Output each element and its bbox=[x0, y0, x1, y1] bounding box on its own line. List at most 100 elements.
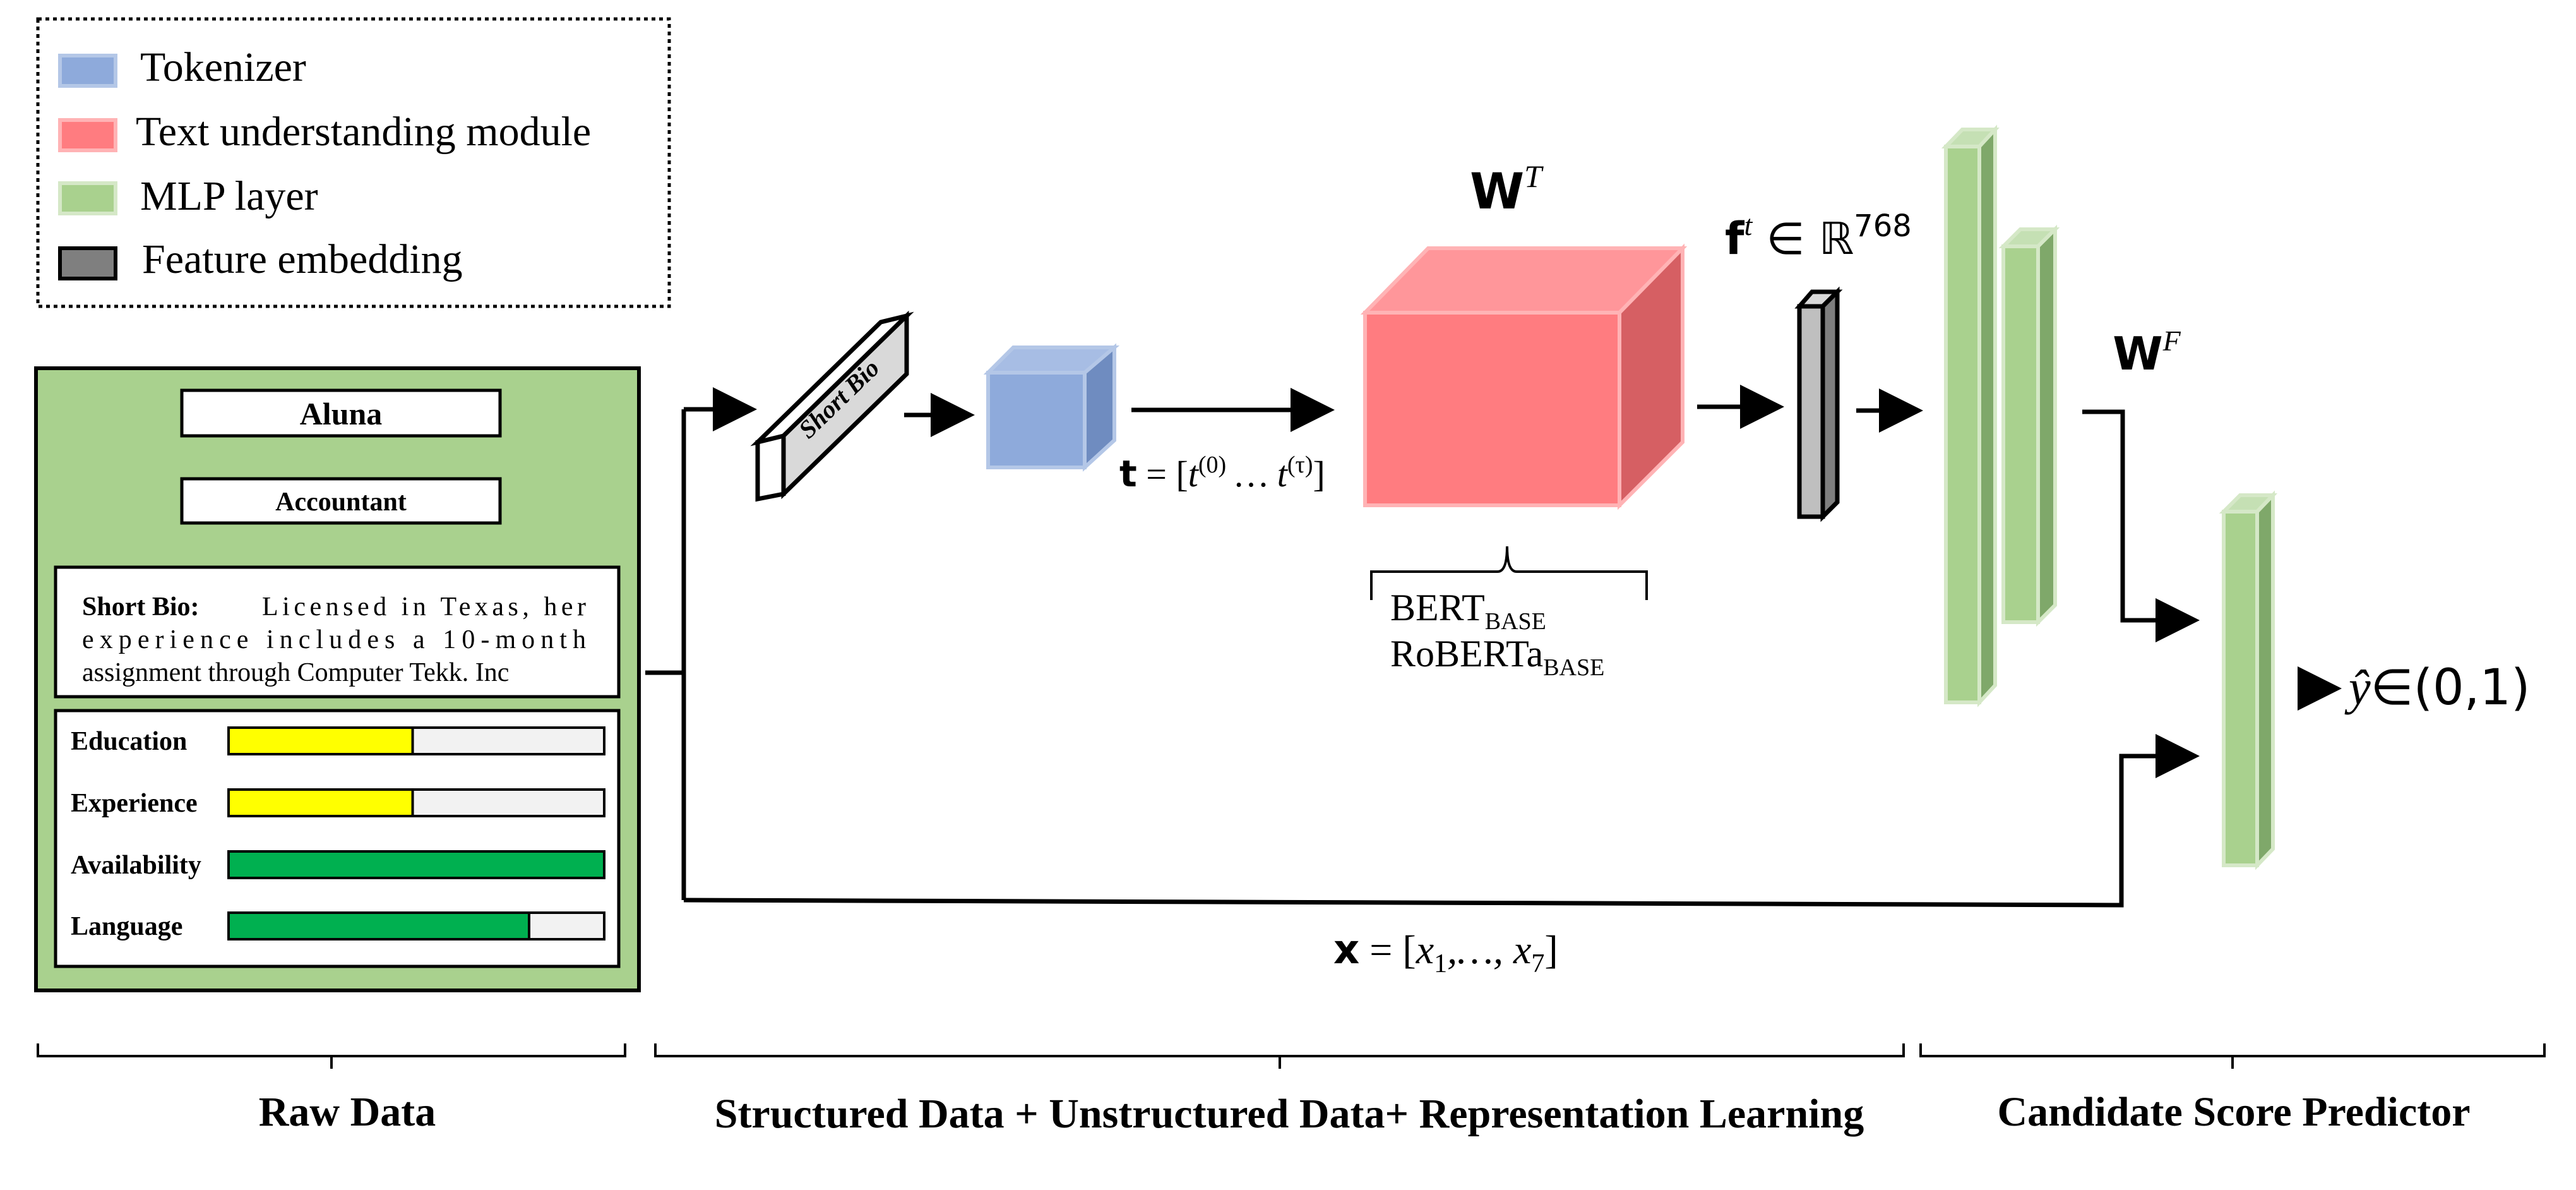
mlp-layer-output-front bbox=[2222, 510, 2259, 867]
mlp-weights-sup: F bbox=[2162, 325, 2181, 357]
mlp-layer-1-side bbox=[1977, 124, 1997, 707]
token-last: t bbox=[1277, 454, 1289, 495]
legend-label-tokenizer: Tokenizer bbox=[140, 44, 306, 90]
structured-mid: ,…, bbox=[1447, 927, 1513, 972]
legend-item-embedding: Feature embedding bbox=[58, 236, 463, 282]
text-weights-label: WT bbox=[1470, 159, 1544, 220]
feature-label-language: Language bbox=[71, 912, 182, 941]
connectors bbox=[645, 385, 2342, 908]
feature-bar-fill-language bbox=[227, 911, 530, 941]
legend-item-tokenizer: Tokenizer bbox=[58, 44, 306, 90]
feature-vector-dim: 768 bbox=[1854, 208, 1912, 244]
legend-label-mlp: MLP layer bbox=[140, 173, 318, 219]
mlp-to-final-line bbox=[2082, 409, 2200, 642]
feature-label-availability: Availability bbox=[71, 851, 201, 880]
output-range: ∈(0,1) bbox=[2371, 659, 2531, 716]
legend-item-text-module: Text understanding module bbox=[58, 109, 591, 155]
text-module-side bbox=[1618, 243, 1685, 510]
structured-vector-label: x = [x1,…, x7] bbox=[1333, 927, 1558, 978]
tokenizer-cube-front bbox=[986, 371, 1087, 469]
structured-vector-symbol: x bbox=[1333, 927, 1359, 973]
short-bio-label: Short Bio: bbox=[82, 592, 200, 622]
mlp-layer-output-side bbox=[2255, 490, 2275, 870]
legend-swatch-tokenizer bbox=[58, 54, 117, 88]
token-close: ] bbox=[1313, 454, 1325, 495]
feature-vector-label: ft ∈ ℝ768 bbox=[1725, 208, 1912, 265]
feature-vector-in: ∈ ℝ bbox=[1752, 213, 1854, 265]
feature-label-education: Education bbox=[71, 727, 187, 756]
predictor-bracket bbox=[1919, 1043, 2546, 1069]
mlp-weights-label: WF bbox=[2113, 325, 2181, 380]
feature-embedding-side bbox=[1820, 286, 1840, 522]
model-roberta-subscript: BASE bbox=[1543, 654, 1604, 681]
model-bert-subscript: BASE bbox=[1485, 608, 1546, 635]
structured-equals: = [ bbox=[1359, 927, 1416, 972]
feature-vector-sup: t bbox=[1744, 209, 1753, 241]
model-brace bbox=[1370, 546, 1648, 600]
feature-bar-fill-experience bbox=[227, 788, 414, 817]
candidate-name: Aluna bbox=[300, 396, 383, 431]
short-bio-box bbox=[54, 565, 621, 699]
structured-sub7: 7 bbox=[1531, 949, 1544, 978]
feature-vector-symbol: f bbox=[1725, 213, 1745, 265]
token-first-sup: (0) bbox=[1198, 452, 1226, 478]
feature-bar-fill-education bbox=[227, 726, 414, 755]
model-bert-name: BERT bbox=[1390, 587, 1485, 628]
mlp-weights-symbol: W bbox=[2113, 327, 2162, 380]
text-weights-symbol: W bbox=[1470, 164, 1524, 220]
legend: Tokenizer Text understanding module MLP … bbox=[36, 17, 671, 308]
raw-data-bracket bbox=[37, 1043, 626, 1069]
legend-swatch-mlp bbox=[58, 181, 117, 215]
structured-x1: x bbox=[1416, 927, 1434, 972]
stage-raw-data: Raw Data bbox=[259, 1089, 436, 1135]
model-roberta-name: RoBERTa bbox=[1390, 633, 1543, 675]
mlp-layer-1 bbox=[1941, 124, 2000, 707]
token-ellipsis: … bbox=[1226, 454, 1277, 495]
text-module-front bbox=[1363, 311, 1621, 507]
legend-swatch-embedding bbox=[58, 246, 117, 280]
feature-bar-fill-availability bbox=[227, 850, 605, 879]
text-weights-sup: T bbox=[1524, 159, 1544, 194]
short-bio-line-2: experience includes a 10-month bbox=[82, 625, 586, 654]
output-y-hat: ŷ bbox=[2344, 660, 2371, 715]
tokenizer-cube-side bbox=[1083, 343, 1116, 472]
candidate-name-box bbox=[180, 388, 502, 438]
token-equals: = [ bbox=[1137, 454, 1188, 495]
short-bio-line-3: assignment through Computer Tekk. Inc bbox=[82, 658, 509, 687]
mlp-layer-1-front bbox=[1944, 145, 1981, 704]
legend-border bbox=[36, 17, 671, 308]
text-understanding-cube bbox=[1360, 243, 1688, 510]
legend-label-embedding: Feature embedding bbox=[142, 236, 463, 282]
tokenizer-cube bbox=[983, 343, 1120, 472]
job-title: Accountant bbox=[275, 488, 407, 517]
structured-sub1: 1 bbox=[1434, 949, 1447, 978]
model-bert-label: BERTBASE bbox=[1390, 587, 1546, 635]
mlp-layer-2-front bbox=[2001, 244, 2040, 624]
short-bio-slab-front bbox=[755, 433, 786, 502]
stage-brackets bbox=[37, 1043, 2546, 1069]
structured-close: ] bbox=[1544, 927, 1558, 972]
short-bio-slab-side bbox=[781, 310, 909, 500]
legend-item-mlp: MLP layer bbox=[58, 173, 318, 219]
stage-representation-learning: Structured Data + Unstructured Data+ Rep… bbox=[715, 1091, 1864, 1137]
job-title-box bbox=[180, 477, 502, 525]
representation-bracket bbox=[654, 1043, 1905, 1069]
legend-label-text-module: Text understanding module bbox=[136, 109, 591, 155]
mlp-layer-output bbox=[2219, 490, 2278, 870]
stage-candidate-score-predictor: Candidate Score Predictor bbox=[1997, 1089, 2470, 1135]
mlp-layer-2 bbox=[1998, 224, 2060, 627]
short-bio-line-1: Licensed in Texas, her bbox=[262, 592, 586, 622]
mlp-layer-2-side bbox=[2036, 224, 2057, 627]
feature-embedding bbox=[1794, 286, 1843, 522]
token-vector-symbol: t bbox=[1119, 452, 1137, 495]
structured-data-line bbox=[683, 734, 2200, 908]
raw-data-panel: Aluna Accountant Short Bio: Licensed in … bbox=[34, 366, 641, 992]
model-roberta-label: RoBERTaBASE bbox=[1390, 633, 1604, 681]
output-prediction-label: ŷ∈(0,1) bbox=[2344, 659, 2530, 716]
token-sequence-label: t = [t(0) … t(τ)] bbox=[1119, 452, 1325, 495]
token-last-sup: (τ) bbox=[1287, 452, 1313, 478]
legend-swatch-text-module bbox=[58, 118, 117, 152]
structured-x7: x bbox=[1513, 927, 1531, 972]
